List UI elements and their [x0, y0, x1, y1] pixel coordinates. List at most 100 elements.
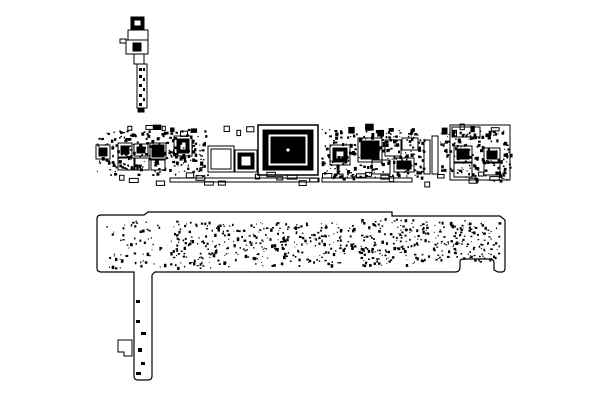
pad-dot — [452, 227, 455, 229]
smd-dot — [395, 139, 398, 142]
smd-dot — [172, 160, 176, 164]
smd-dot — [418, 146, 421, 151]
smd-dot — [420, 176, 424, 180]
pad-dot — [449, 221, 453, 225]
smd-dot — [497, 133, 499, 135]
smd-dot — [466, 133, 469, 136]
pad-dot — [451, 224, 454, 229]
smd-dot — [406, 139, 409, 141]
smd-dot — [330, 164, 333, 166]
pad-dot — [187, 244, 190, 247]
pad-dot — [386, 258, 388, 260]
smd-dot — [187, 149, 190, 152]
smd-dot — [468, 138, 470, 140]
smd-dot — [398, 162, 402, 165]
smd-dot — [471, 136, 474, 140]
pad-dot — [285, 255, 288, 258]
pad-dot — [438, 221, 441, 224]
pad-dot — [115, 257, 118, 262]
smd-dot — [476, 159, 479, 161]
pad-dot — [397, 226, 399, 228]
pad-dot — [482, 255, 484, 257]
smd-dot — [445, 148, 448, 152]
pad-dot — [351, 229, 354, 231]
pad-dot — [294, 256, 297, 258]
smd-dot — [199, 150, 202, 152]
pad-dot — [490, 257, 492, 260]
pad-dot — [363, 260, 365, 262]
pad-dot — [330, 264, 334, 268]
smd-dot — [351, 174, 354, 176]
smd-dot — [105, 159, 109, 162]
smd-dot — [394, 135, 398, 138]
pad-dot — [371, 251, 374, 254]
smd-dot — [126, 155, 129, 157]
smd-dot — [329, 135, 332, 138]
pad-dot — [421, 260, 424, 263]
smd-dot — [440, 141, 442, 143]
pad-dot — [450, 240, 453, 243]
smd-dot — [187, 154, 190, 157]
pad-dot — [327, 251, 330, 254]
pad-dot — [273, 244, 277, 247]
smd-dot — [155, 160, 159, 165]
smd-dot — [342, 162, 345, 165]
smd-dot — [173, 165, 176, 167]
smd-dot — [201, 167, 203, 169]
smd-dot — [181, 130, 184, 133]
smd-dot — [345, 143, 347, 145]
pad-dot — [416, 244, 419, 246]
pad-dot — [234, 258, 237, 262]
pad-dot — [260, 222, 261, 223]
pad-dot — [174, 264, 177, 267]
pad-dot — [282, 239, 286, 243]
smd-dot — [387, 161, 391, 165]
smd-dot — [365, 143, 368, 145]
smd-dot — [349, 151, 353, 155]
pad-dot — [180, 250, 183, 252]
pad-dot — [331, 222, 333, 224]
pad-dot — [455, 242, 459, 246]
smd-dot — [441, 165, 444, 169]
pad-dot — [262, 255, 264, 257]
smd-dot — [131, 133, 135, 138]
smd-dot — [177, 165, 179, 167]
pad-dot — [489, 258, 492, 262]
smd-dot — [374, 154, 378, 157]
pad-dot — [172, 250, 175, 253]
pad-dot — [111, 233, 114, 236]
smd-dot — [465, 143, 468, 146]
pad-dot — [176, 249, 179, 252]
pad-dot — [463, 235, 466, 237]
pad-dot — [492, 244, 495, 246]
pad-dot — [339, 239, 342, 242]
pad-dot — [202, 257, 204, 260]
pad-dot — [241, 235, 243, 239]
pad-dot — [188, 262, 192, 265]
smd-dot — [442, 144, 445, 147]
smd-dot — [502, 175, 505, 177]
pad-dot — [437, 254, 440, 256]
smd-dot — [156, 172, 160, 176]
smd-dot — [365, 138, 367, 140]
smd-dot — [172, 153, 175, 155]
smd-dot — [172, 139, 175, 142]
pad-dot — [424, 239, 427, 243]
pad-dot — [321, 235, 324, 237]
smd-dot — [352, 176, 355, 178]
smd-part — [424, 181, 431, 188]
pad-dot — [197, 243, 199, 245]
smd-dot — [360, 154, 362, 157]
smd-dot — [461, 171, 463, 174]
pad-dot — [275, 223, 278, 226]
pad-dot — [392, 242, 395, 245]
pad-dot — [425, 232, 427, 235]
pad-dot — [262, 240, 264, 243]
smd-dot — [199, 144, 201, 146]
pad-dot — [321, 241, 323, 243]
pad-dot — [392, 236, 395, 239]
smd-dot — [347, 173, 349, 176]
pad-dot — [176, 248, 178, 250]
smd-dot — [181, 158, 183, 160]
pad-dot — [381, 254, 383, 256]
